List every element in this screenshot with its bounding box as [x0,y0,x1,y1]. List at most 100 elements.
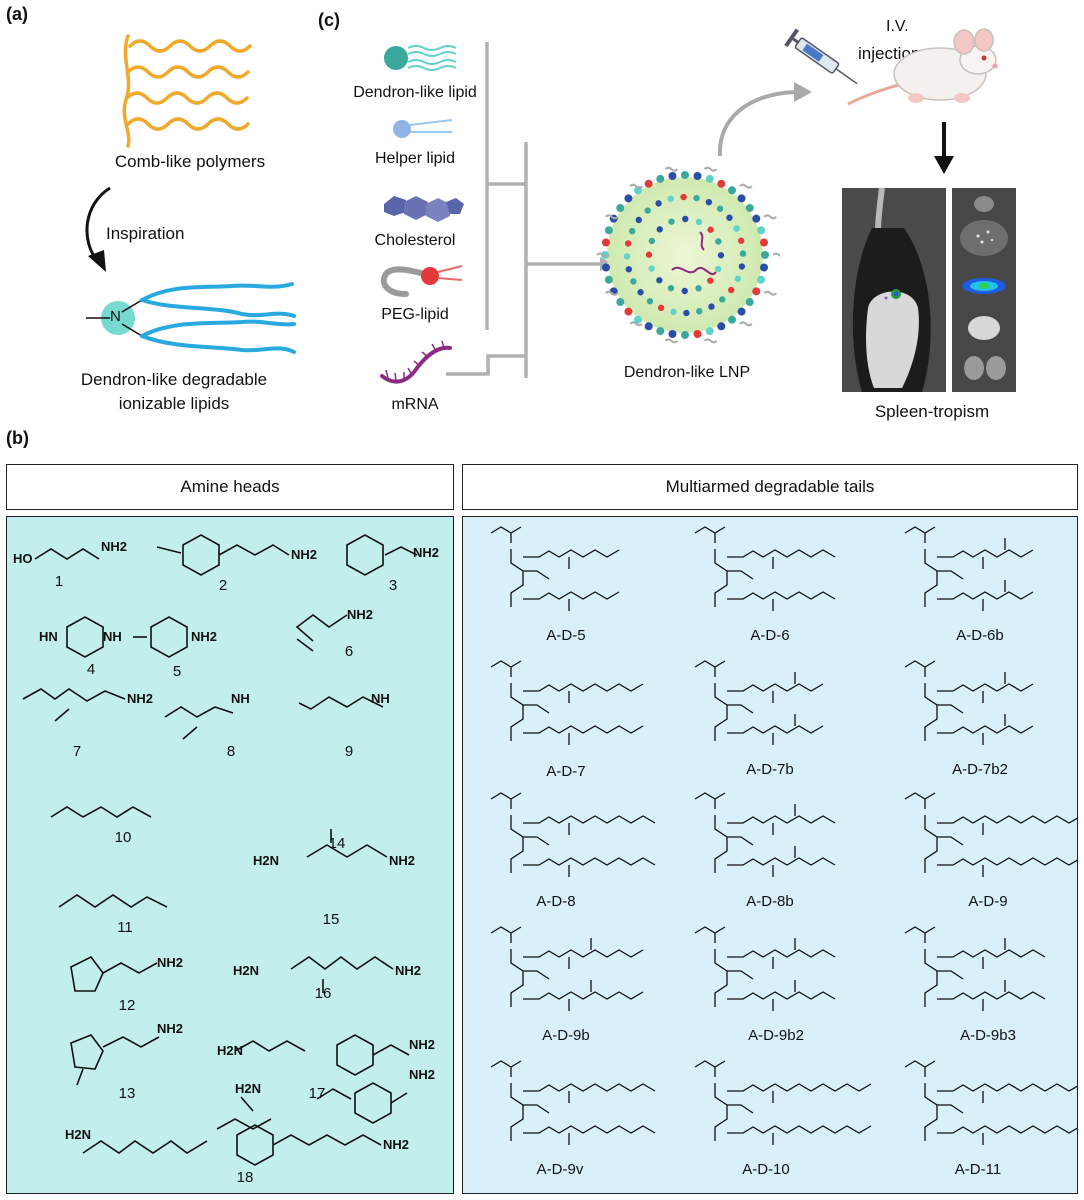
lipid-head-dot [604,226,613,235]
amine-number: 10 [114,829,132,846]
amine-heads-header: Amine heads [6,464,454,510]
atom-label: NH [231,691,250,706]
lipid-head-dot [683,309,690,317]
lipid-head-dot [760,238,769,247]
amine-number: 2 [218,577,228,594]
tail-label: A-D-10 [742,1161,790,1178]
lipid-head-dot [668,330,677,339]
ester-arm [937,857,1077,866]
lipid-head-dot [668,218,675,225]
lipid-head-dot [693,171,702,180]
peg-chain [739,183,753,189]
acrylate-group [490,526,522,543]
ester-arm [523,815,656,824]
peg-chain [605,290,619,296]
ester-arm [727,591,836,600]
lipid-caption-line1: Dendron-like degradable [80,370,268,389]
lipid-head-dot [625,266,632,273]
acrylate-group [694,926,726,943]
acrylate-group [490,926,522,943]
atom-label: H2N [217,1043,243,1058]
lipid-head-dot [624,194,633,203]
ethyl-branch [727,1104,754,1114]
acrylate-group [694,660,726,677]
amine-number: 12 [118,997,136,1014]
lipid-head-dot [752,287,761,296]
peg-chain [772,252,780,257]
backbone [924,949,938,1007]
lipid-head-dot [707,277,714,284]
backbone [924,1083,938,1141]
lipid-head-dot [630,278,637,285]
ethyl-branch [727,836,754,846]
component-label-peg: PEG-lipid [381,306,449,323]
backbone [714,683,728,741]
lipid-head-dot [717,252,725,259]
peg-chain [596,252,610,258]
lipid-head-dot [707,226,714,233]
lipid-head-dot [644,179,653,188]
amine-number: 13 [118,1085,136,1102]
mouse-imaging-photo [842,187,946,392]
acrylate-group [694,526,726,543]
lipid-head-dot [601,263,610,272]
lipid-head-dot [693,330,702,339]
ester-arm [727,857,836,866]
ester-arm [727,1083,872,1092]
tail-label: A-D-8 [536,893,576,910]
ester-arm [937,949,1046,958]
atom-label: NH2 [389,853,415,868]
ester-arm [937,683,1034,692]
lipid-head-dot [734,275,742,283]
acrylate-group [904,926,936,943]
lipid-head-dot [648,265,655,272]
tail-label: A-D-6 [750,627,790,644]
ethyl-branch [937,836,964,846]
amine-structures: HO NH2 NH2 NH2 HN NH NH2 NH2 NH2 NH NH H… [13,534,439,1166]
lipid-head-dot [681,331,689,339]
lipid-head-dot [633,315,642,324]
ester-arm [523,725,644,734]
tails-header: Multiarmed degradable tails [462,464,1078,510]
lipid-head-dot [645,251,653,258]
amine-number: 18 [236,1169,254,1186]
ester-arm [937,725,1034,734]
ester-arm [937,991,1046,1000]
lipid-head-dot [657,304,665,312]
acrylate-group [694,1060,726,1077]
peg-chain [664,338,679,344]
backbone [924,815,938,873]
backbone [510,1083,524,1141]
syringe-icon [784,28,858,85]
ethyl-branch [937,704,964,714]
amine-number: 6 [344,643,354,660]
atom-label: H2N [235,1081,261,1096]
atom-label: NH2 [395,963,421,978]
atom-label: NH2 [157,1021,183,1036]
atom-label: NH2 [291,547,317,562]
peg-chain [629,321,643,327]
panel-a-label: (a) [6,4,28,24]
mouse-icon [847,28,998,106]
lipid-head-dot [656,174,665,183]
lipid-head-dot [648,237,656,245]
panel-b-label: (b) [6,428,29,448]
lipid-head-dot [738,263,746,270]
acrylate-group [904,526,936,543]
peg-chain [629,183,643,189]
nitrogen-atom-label: N [110,308,121,325]
lipid-head-dot [739,250,747,257]
ester-arm [727,549,836,558]
lipid-head-dot [715,238,722,245]
lipid-head-dot [696,308,703,315]
ethyl-branch [937,570,964,580]
lnp-particle-graphic [596,166,780,344]
amine-number: 4 [86,661,96,678]
amine-number: 16 [314,985,332,1002]
gray-curved-arrow [717,82,812,157]
lipid-head-dot [668,171,677,180]
lipid-head-dot [644,322,653,331]
lipid-head-dot [752,214,761,223]
tail-label: A-D-7b2 [952,761,1008,778]
amine-number: 17 [308,1085,326,1102]
